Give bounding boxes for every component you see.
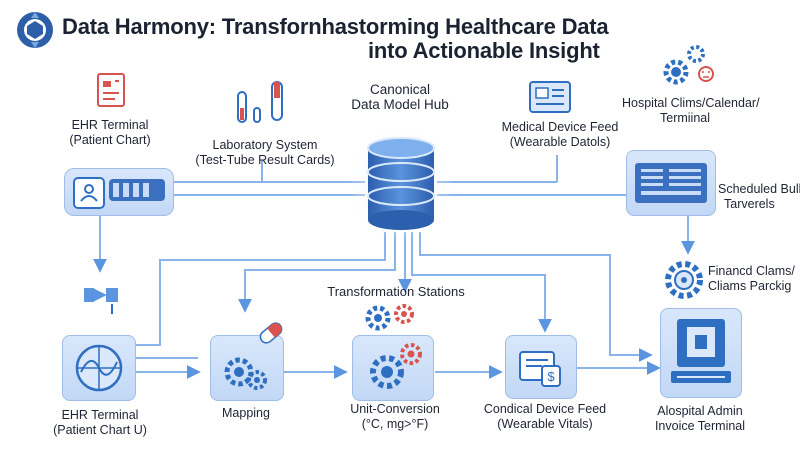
unit-conversion-station[interactable] xyxy=(352,335,434,401)
connector-icon xyxy=(82,282,126,323)
test-tube-icon xyxy=(232,80,292,135)
admin-label: Alospital Admin Invoice Terminal xyxy=(654,404,746,433)
mapping-label: Mapping xyxy=(222,406,270,420)
svg-text:$: $ xyxy=(547,369,555,384)
ehr-terminal-top[interactable] xyxy=(64,168,174,216)
vitals-chart-icon: $ xyxy=(519,351,561,387)
hub-label: Canonical Data Model Hub xyxy=(351,82,449,112)
hospital-invoice-icon xyxy=(671,319,731,383)
transform-gears-icon xyxy=(362,300,422,345)
capsule-icon xyxy=(256,318,286,353)
financial-label: Financd Clams/ Cliams Parckig xyxy=(708,264,795,293)
document-chart-icon xyxy=(92,70,132,115)
ehr-top-label: EHR Terminal (Patient Chart) xyxy=(69,118,151,147)
database-icon xyxy=(351,127,451,241)
bulk-panel-icon[interactable] xyxy=(626,150,716,216)
device-feed-bottom[interactable]: $ xyxy=(505,335,577,399)
ehr-chart-icon xyxy=(75,344,123,392)
ehr-terminal-icon xyxy=(73,177,105,209)
mapping-station[interactable] xyxy=(210,335,284,401)
mapping-gears-icon xyxy=(224,357,267,390)
gear-icon xyxy=(660,42,720,97)
title-line-2: into Actionable Insight xyxy=(368,38,600,63)
conversion-gears-icon xyxy=(370,343,422,389)
stations-heading: Transformation Stations xyxy=(327,284,465,299)
hospital-label: Hospital Clims/Calendar/ Termiinal xyxy=(622,96,760,125)
device-top-label: Medical Device Feed (Wearable Datols) xyxy=(501,120,619,149)
title-line-1: Data Harmony: Transfornhastorming Health… xyxy=(62,14,609,39)
gears-icon xyxy=(662,258,706,307)
hospital-admin-terminal[interactable] xyxy=(660,308,742,398)
ehr-bottom-label: EHR Terminal (Patient Chart U) xyxy=(53,408,147,437)
device-bottom-label: Condical Device Feed (Wearable Vitals) xyxy=(483,402,607,431)
unit-conv-label: Unit-Conversion (°C, mg>°F) xyxy=(350,402,440,431)
lab-label: Laboratory System (Test-Tube Result Card… xyxy=(195,138,335,167)
monitor-icon xyxy=(528,78,576,123)
scheduled-label: Scheduled Bulk Tarverels xyxy=(718,182,800,211)
ehr-terminal-bottom[interactable] xyxy=(62,335,136,401)
logo-icon xyxy=(15,10,55,50)
